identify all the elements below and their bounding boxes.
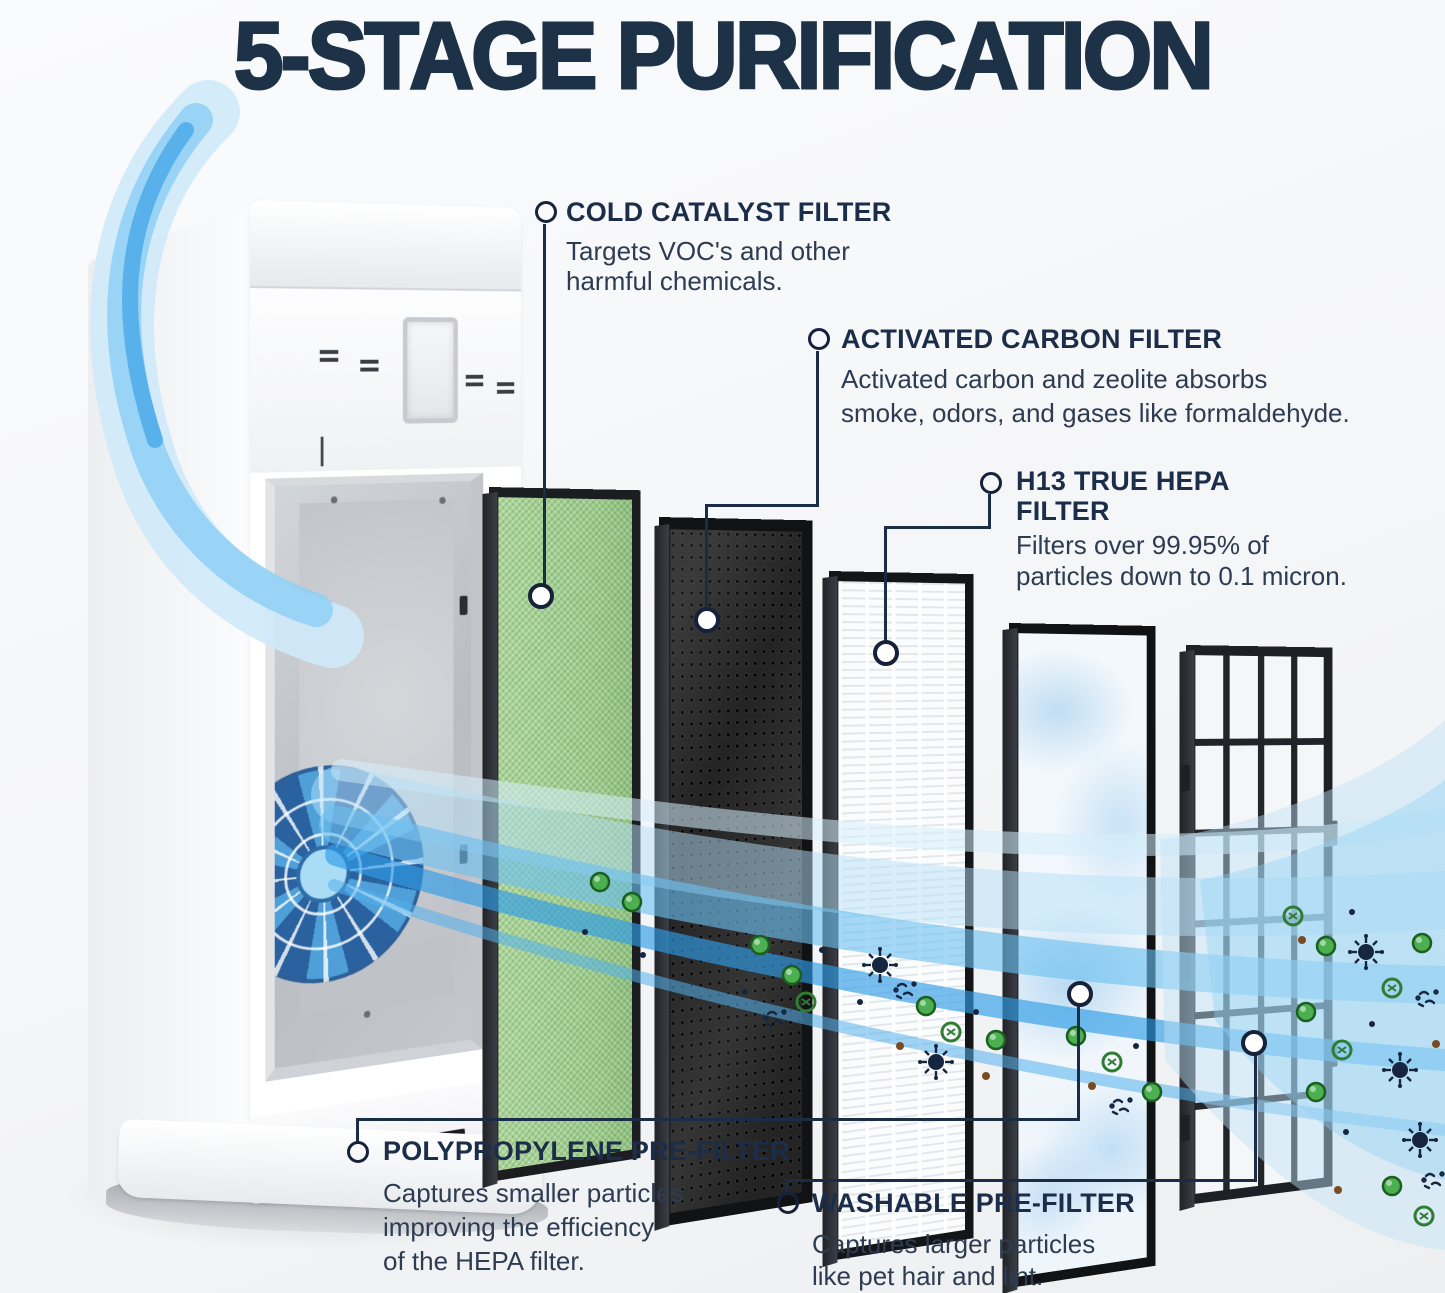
purifier-side-panel bbox=[88, 205, 253, 1202]
filter-clip bbox=[460, 596, 468, 616]
connector-line bbox=[543, 224, 546, 585]
connector-line bbox=[884, 526, 991, 529]
filter-tab bbox=[1329, 1041, 1338, 1067]
connector-line bbox=[705, 504, 708, 609]
filter-marker-icon bbox=[873, 640, 899, 666]
panel-seam-mark bbox=[321, 437, 324, 467]
filter-tab bbox=[1329, 821, 1338, 846]
connector-line bbox=[785, 1179, 1257, 1182]
vent-slot-icon bbox=[360, 360, 378, 372]
callout-heading-hepa: H13 TRUE HEPA FILTER bbox=[1016, 466, 1230, 526]
callout-body-activated-carbon: Activated carbon and zeolite absorbs smo… bbox=[841, 362, 1350, 430]
callout-heading-washable: WASHABLE PRE-FILTER bbox=[812, 1188, 1135, 1218]
purifier-top-cap bbox=[250, 200, 521, 291]
page-title: 5-STAGE PURIFICATION bbox=[43, 2, 1401, 111]
callout-heading-activated-carbon: ACTIVATED CARBON FILTER bbox=[841, 324, 1222, 354]
callout-circle-icon bbox=[777, 1192, 799, 1214]
cold-catalyst-filter-panel bbox=[489, 487, 641, 1182]
filter-marker-icon bbox=[694, 607, 720, 633]
connector-line bbox=[356, 1118, 359, 1143]
connector-line bbox=[816, 351, 819, 507]
purifier-filter-cavity bbox=[265, 473, 483, 1082]
vent-slot-icon bbox=[320, 350, 339, 362]
purifier-handle-recess bbox=[403, 317, 458, 424]
callout-circle-icon bbox=[980, 472, 1002, 494]
callout-body-polypropylene: Captures smaller particles improving the… bbox=[383, 1176, 684, 1278]
screw-icon bbox=[364, 1010, 370, 1018]
connector-line bbox=[1077, 1006, 1080, 1121]
connector-line bbox=[705, 504, 819, 507]
washable-grid bbox=[1195, 655, 1323, 1194]
purifier-vent-panel bbox=[250, 288, 521, 473]
filter-clip bbox=[460, 844, 468, 864]
connector-line bbox=[356, 1118, 1080, 1121]
callout-body-hepa: Filters over 99.95% of particles down to… bbox=[1016, 530, 1347, 592]
callout-body-cold-catalyst: Targets VOC's and other harmful chemical… bbox=[566, 236, 850, 296]
vent-slot-icon bbox=[466, 375, 483, 387]
filter-tab bbox=[1180, 1115, 1189, 1142]
callout-heading-cold-catalyst: COLD CATALYST FILTER bbox=[566, 197, 891, 227]
callout-circle-icon bbox=[808, 328, 830, 350]
callout-body-washable: Captures larger particles like pet hair … bbox=[812, 1228, 1095, 1292]
connector-line bbox=[1254, 1054, 1257, 1182]
filter-marker-icon bbox=[1241, 1030, 1267, 1056]
vent-slot-icon bbox=[497, 382, 514, 394]
connector-line bbox=[988, 494, 991, 529]
purifier-front-face bbox=[250, 200, 521, 1205]
callout-circle-icon bbox=[535, 201, 557, 223]
callout-circle-icon bbox=[347, 1141, 369, 1163]
filter-tab bbox=[1180, 765, 1189, 791]
hepa-filter-panel bbox=[829, 571, 974, 1261]
callout-heading-polypropylene: POLYPROPYLENE PRE-FILTER bbox=[383, 1136, 790, 1166]
filter-marker-icon bbox=[528, 583, 554, 609]
filter-marker-icon bbox=[1067, 981, 1093, 1007]
washable-prefilter-panel bbox=[1186, 645, 1332, 1205]
connector-line bbox=[884, 526, 887, 642]
filter-tab bbox=[1180, 955, 1189, 982]
